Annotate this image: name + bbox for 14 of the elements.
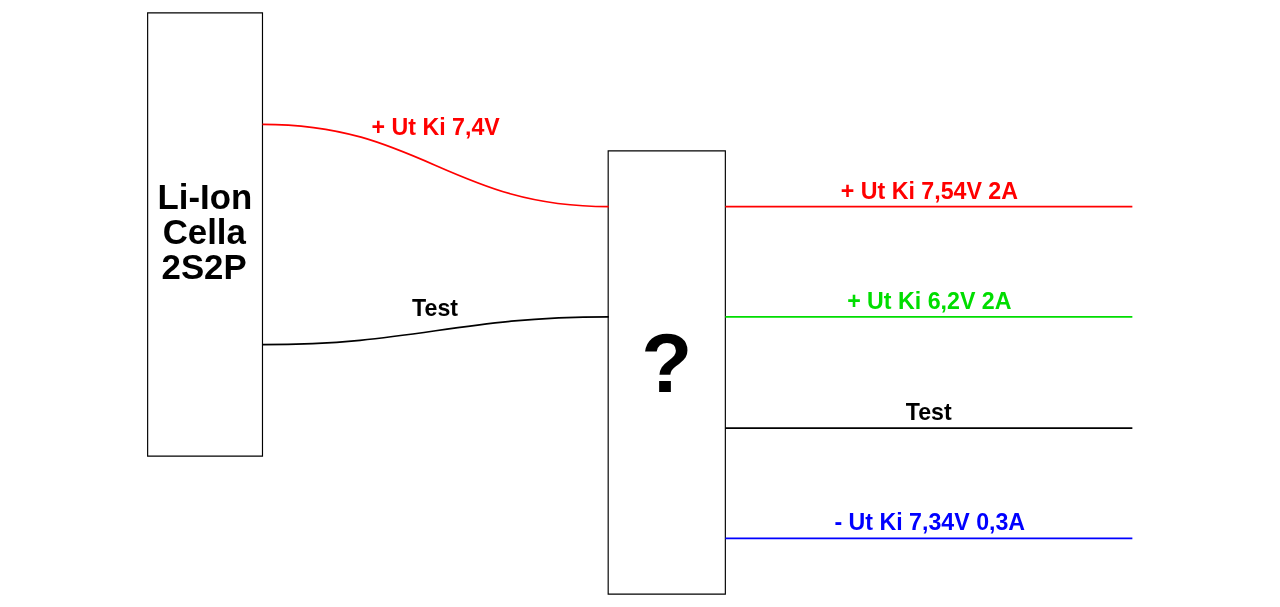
edge-label: + Ut Ki 7,4V	[371, 113, 500, 140]
connector	[261, 123, 610, 208]
edge-label: + Ut Ki 6,2V 2A	[846, 287, 1011, 314]
connector	[724, 205, 1133, 208]
edge-label: Test	[411, 294, 458, 321]
connector	[724, 427, 1133, 430]
connector	[261, 315, 610, 346]
edge-label: Test	[905, 399, 952, 426]
edge-label: - Ut Ki 7,34V 0,3A	[833, 509, 1025, 536]
connector	[724, 537, 1133, 540]
node-box: ?	[607, 150, 726, 595]
connector	[724, 315, 1133, 318]
node-box: Li-Ion Cella 2S2P	[146, 12, 263, 457]
edge-label: + Ut Ki 7,54V 2A	[840, 177, 1018, 204]
